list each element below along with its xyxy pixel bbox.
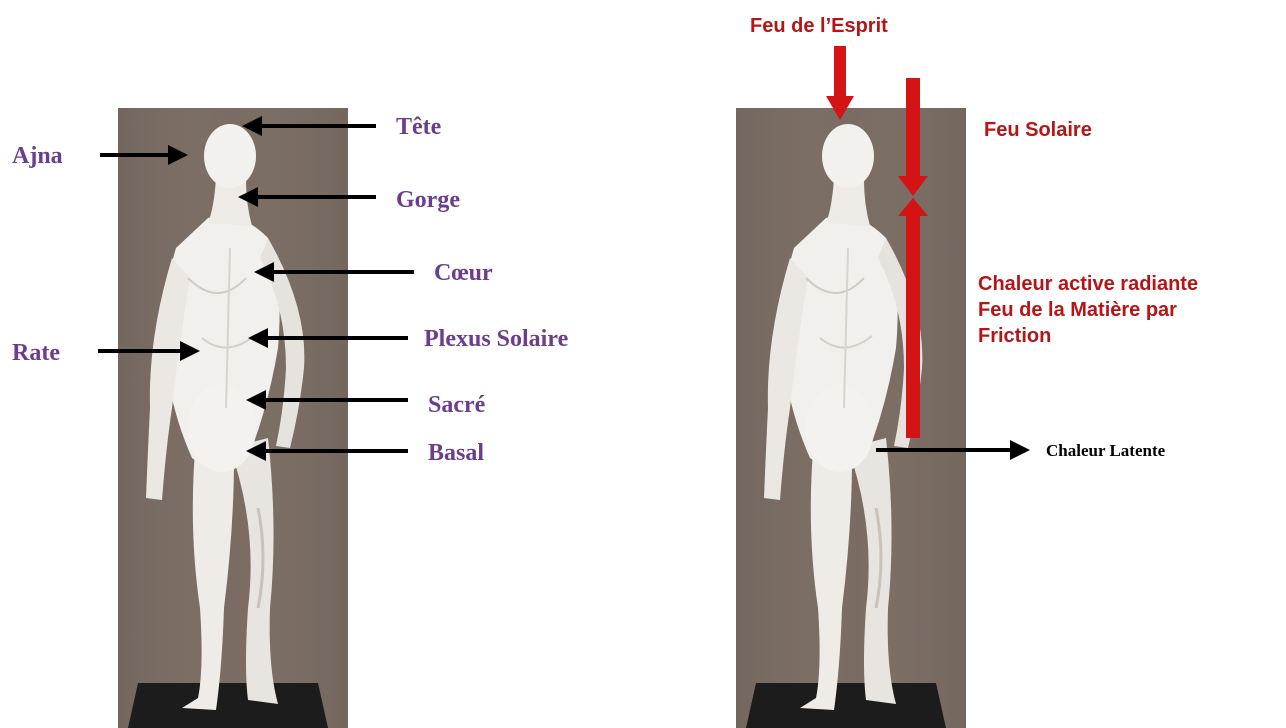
feu-solaire-arrow-shaft [906,78,920,178]
chaleur-latente-label: Chaleur Latente [1046,441,1166,460]
feu-solaire-label: Feu Solaire [984,119,1092,141]
rate-label: Rate [12,340,60,366]
basal-label: Basal [428,440,484,466]
feu-esprit-arrow-shaft [834,46,846,98]
gorge-label: Gorge [396,187,460,213]
sacre-label: Sacré [428,392,486,418]
left-statue-photo [118,108,348,728]
ajna-label: Ajna [12,143,63,169]
chaleur-active-arrow-shaft [906,214,920,438]
tete-label: Tête [396,114,442,140]
coeur-label: Cœur [434,260,493,286]
chaleur-active-line-2: Feu de la Matière par [978,299,1177,321]
plexus-label: Plexus Solaire [424,326,569,352]
chaleur-active-line-1: Chaleur active radiante [978,273,1198,295]
right-statue-photo [736,108,966,728]
chaleur-active-line-3: Friction [978,325,1051,347]
feu-esprit-label: Feu de l’Esprit [750,15,888,37]
